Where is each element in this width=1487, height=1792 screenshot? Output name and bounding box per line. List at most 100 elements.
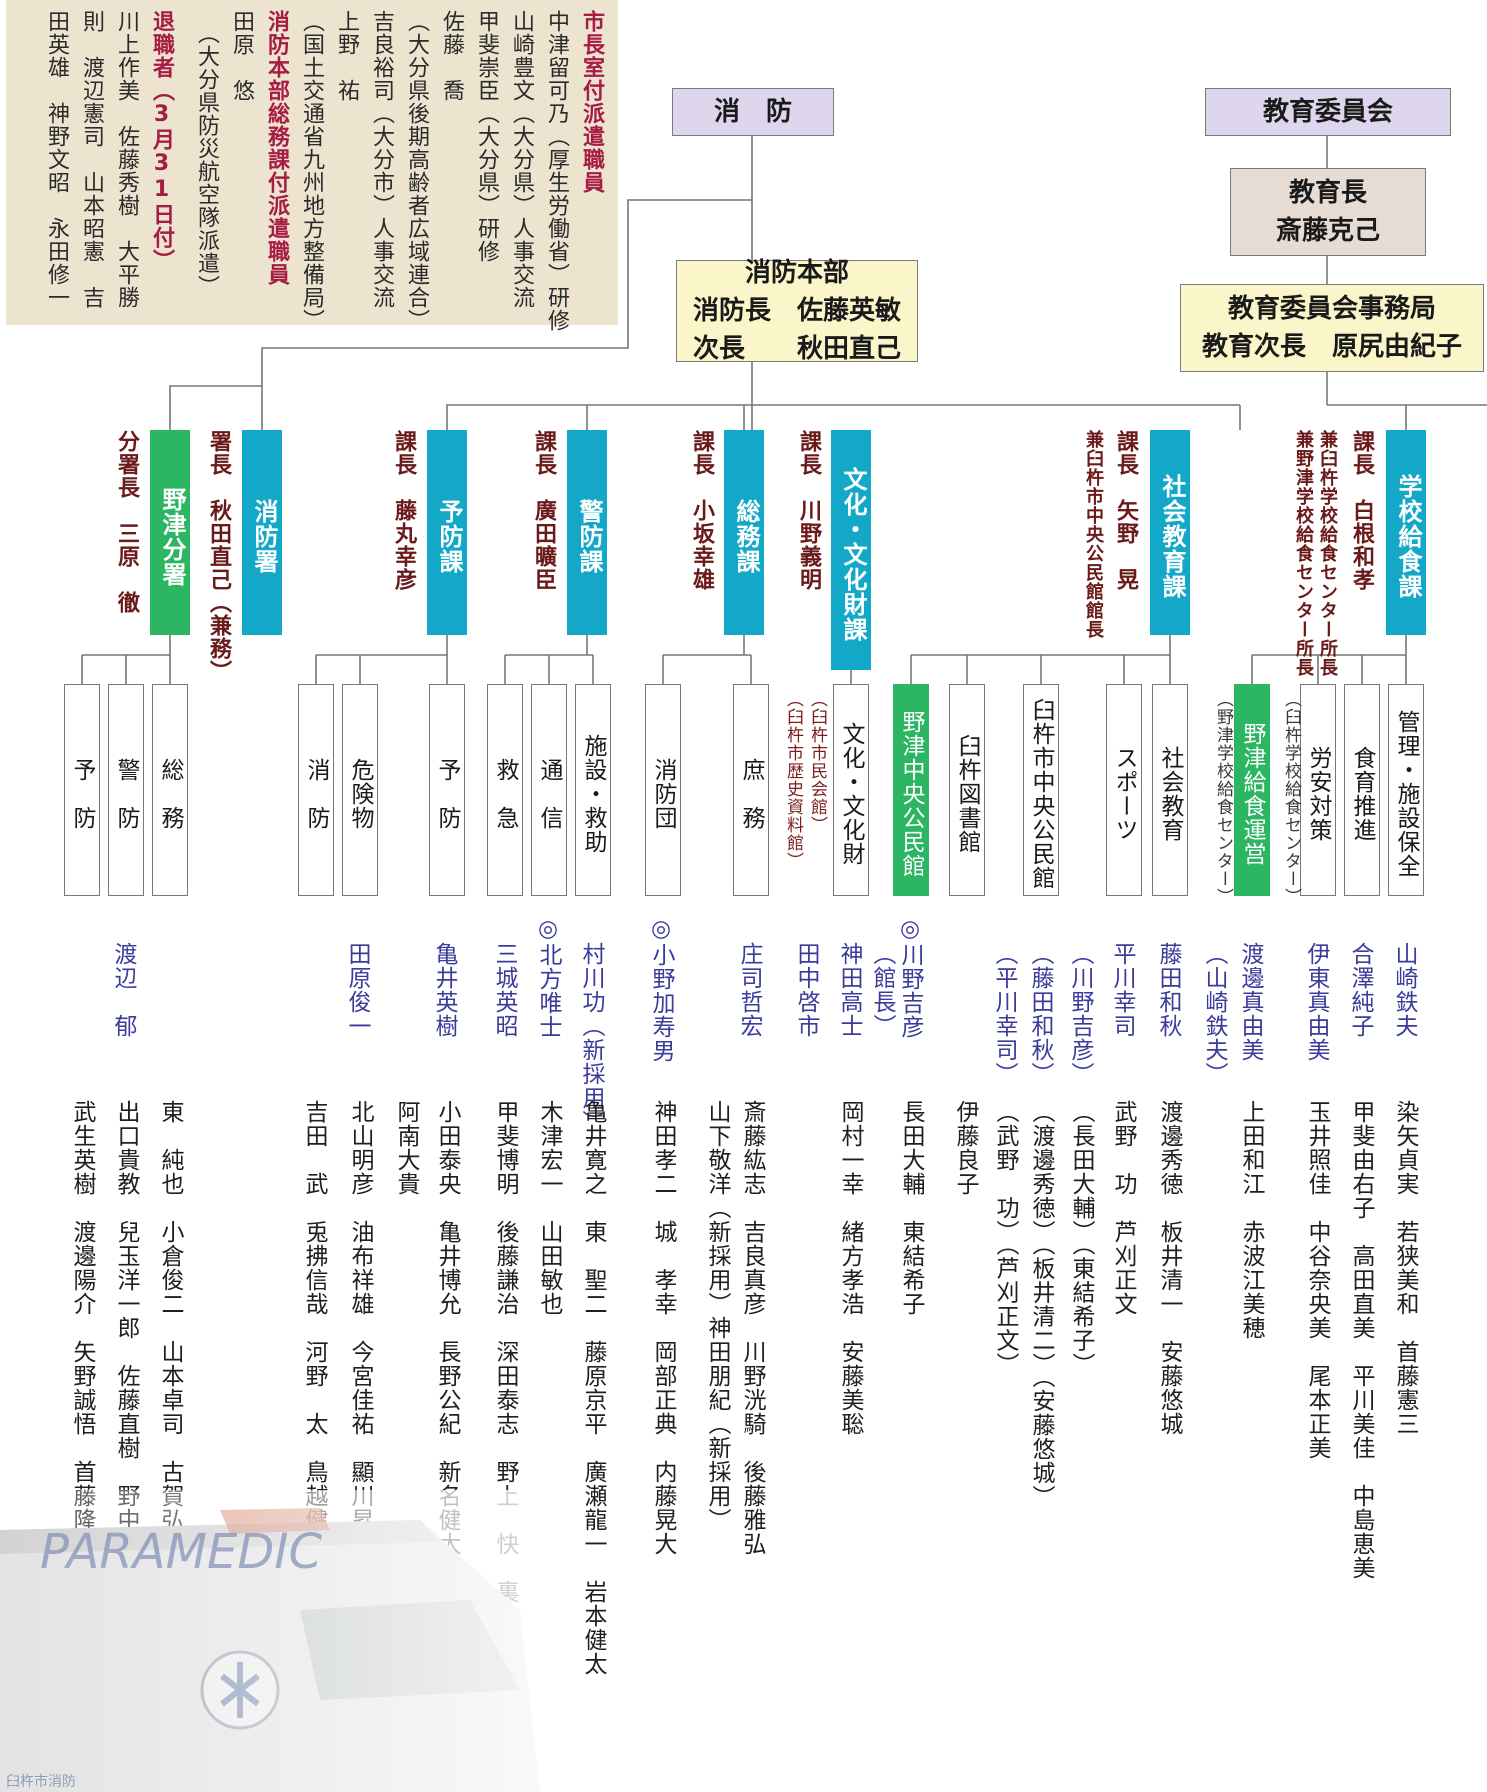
leader-name: ◎小野加寿男: [648, 916, 674, 1063]
notes-col-8: （国土交通省九州地方整備局）: [299, 10, 324, 332]
unit-label: 学校給食課: [1394, 474, 1422, 599]
unit-defense: 警防課: [567, 430, 607, 635]
edu-superintendent-box: 教育長 斎藤克己: [1230, 168, 1426, 256]
leader-name: 合澤純子: [1347, 942, 1373, 1038]
dispatch-retirement-notes: 市長室付派遣職員 中津留可乃（厚生労働省）研修 山崎豊文（大分県）人事交流 甲斐…: [6, 0, 618, 332]
leader-name: 村川功（新採用）: [578, 942, 604, 1134]
leader-name: 山崎鉄夫: [1391, 942, 1417, 1038]
staff-column: 山下敬洋（新採用）神田朋紀（新採用）: [704, 1100, 730, 1532]
notes-col-2: 山崎豊文（大分県）人事交流: [509, 10, 534, 309]
staff-column: 木津宏一 山田敏也: [536, 1100, 562, 1316]
leader-name: 藤田和秋: [1155, 942, 1181, 1038]
unit-school-lunch: 学校給食課: [1386, 430, 1426, 635]
section-box: 危険物: [342, 684, 378, 896]
leader-name: 神田高士: [836, 942, 862, 1038]
notes-col-13: 川上作美 佐藤秀樹 大平勝: [114, 10, 139, 309]
notes-col-12: 退職者（3月31日付）: [149, 10, 174, 272]
unit-chief-social-extra: 兼臼杵市中央公民館館長: [1083, 430, 1104, 639]
unit-prevention: 予防課: [427, 430, 467, 635]
leader-name: ◎川野吉彦: [897, 916, 923, 1039]
unit-label: 警防課: [575, 499, 603, 574]
staff-column: 吉田 武 兎拂信哉 河野 太 鳥越健介: [301, 1100, 327, 1556]
section-box: 通 信: [531, 684, 567, 896]
notes-col-9: 消防本部総務課付派遣職員: [264, 10, 289, 286]
ambulance-image: PARAMEDIC 臼杵市消防: [0, 1490, 560, 1792]
unit-social-education: 社会教育課: [1150, 430, 1190, 635]
staff-column: 渡邊秀徳 板井清一 安藤悠城: [1156, 1100, 1182, 1436]
unit-culture: 文化・文化財課: [831, 430, 871, 670]
notes-col-10: 田原 悠: [229, 10, 254, 102]
paren-note: （臼杵市民会館）: [807, 690, 827, 834]
notes-col-7: 上野 祐: [334, 10, 359, 102]
leader-name: 伊東真由美: [1303, 942, 1329, 1062]
notes-col-15: 田英雄 神野文昭 永田修一: [44, 10, 69, 309]
unit-chief-lunch-extra2: 兼野津学校給食センター所長: [1293, 430, 1314, 677]
edu-office-deputy: 教育次長 原尻由紀子: [1201, 332, 1462, 362]
leader-name: 庄司哲宏: [736, 942, 762, 1038]
section-box: 管理・施設保全: [1388, 684, 1424, 896]
section-box: 庶 務: [733, 684, 769, 896]
notes-col-14: 則 渡辺憲司 山本昭憲 吉: [79, 10, 104, 309]
paren-note: （臼杵学校給食センター）: [1281, 690, 1301, 906]
edu-board-label: 教育委員会: [1262, 97, 1393, 127]
section-box: 予 防: [429, 684, 465, 896]
paren-note: （野津学校給食センター）: [1213, 690, 1233, 906]
staff-column: 伊藤良子: [952, 1100, 978, 1196]
staff-column: （渡邊秀徳）（板井清二）（安藤悠城）: [1028, 1100, 1054, 1509]
unit-chief-lunch-extra: 兼臼杵学校給食センター所長: [1317, 430, 1338, 677]
edu-office-box: 教育委員会事務局 教育次長 原尻由紀子: [1180, 284, 1484, 372]
leader-name: 渡辺 郁: [110, 942, 136, 1038]
staff-column: 武野 功 芦刈正文: [1110, 1100, 1136, 1316]
staff-column: 神田孝二 城 孝幸 岡部正典 内藤晃大: [650, 1100, 676, 1556]
unit-fire-station: 消防署: [242, 430, 282, 635]
staff-column: 岡村一幸 緒方孝浩 安藤美聡: [837, 1100, 863, 1436]
edu-office-title: 教育委員会事務局: [1227, 294, 1436, 324]
notes-col-0: 市長室付派遣職員: [579, 10, 604, 194]
section-box: 総 務: [152, 684, 188, 896]
staff-column: 長田大輔 東結希子: [898, 1100, 924, 1316]
staff-column: 阿南大貴: [393, 1100, 419, 1196]
staff-column: 斎藤紘志 吉良真彦 川野洸騎 後藤雅弘: [739, 1100, 765, 1556]
section-box: 臼杵図書館: [949, 684, 985, 896]
leader-name: 田中啓市: [793, 942, 819, 1038]
unit-chief-prevention: 課長 藤丸幸彦: [391, 430, 416, 591]
leader-name: ◎北方唯士: [535, 916, 561, 1039]
staff-column: （武野 功）（芦刈正文）: [992, 1100, 1018, 1377]
staff-column: 玉井照佳 中谷奈央美 尾本正美: [1304, 1100, 1330, 1460]
leader-name: （館長）: [869, 942, 895, 1038]
paren-note: （臼杵市歴史資料館）: [783, 690, 803, 870]
edu-super-title: 教育長: [1288, 178, 1367, 208]
section-box: 施設・救助: [575, 684, 611, 896]
staff-column: 染矢貞実 若狭美和 首藤憲三: [1392, 1100, 1418, 1436]
ambulance-side-text: 臼杵市消防: [6, 1773, 76, 1790]
notes-col-11: （大分県防災航空隊派遣）: [194, 10, 219, 298]
unit-label: 文化・文化財課: [839, 466, 867, 642]
section-box: 消 防: [298, 684, 334, 896]
staff-column: 上田和江 赤波江美穂: [1238, 1100, 1264, 1340]
section-box: 消防団: [645, 684, 681, 896]
section-box: 臼杵市中央公民館: [1023, 684, 1059, 896]
leader-name: 亀井英樹: [431, 942, 457, 1038]
edu-super-name: 斎藤克己: [1275, 216, 1380, 246]
unit-chief-general: 課長 小坂幸雄: [689, 430, 714, 591]
unit-chief-culture: 課長 川野義明: [796, 430, 821, 591]
paramedic-text: PARAMEDIC: [40, 1524, 322, 1580]
staff-column: 亀井寛之 東 聖二 藤原京平 廣瀬龍一 岩本健太: [580, 1100, 606, 1676]
unit-label: 野津分署: [158, 486, 186, 587]
section-box: スポーツ: [1106, 684, 1142, 896]
leader-name: 平川幸司: [1109, 942, 1135, 1038]
edu-board-header: 教育委員会: [1205, 88, 1451, 136]
fire-hq-deputy: 次長 秋田直己: [692, 334, 901, 364]
notes-col-3: 甲斐崇臣（大分県）研修: [474, 10, 499, 263]
fire-hq-box: 消防本部 消防長 佐藤英敏 次長 秋田直己: [676, 258, 918, 364]
leader-name: （川野吉彦）: [1067, 942, 1093, 1086]
fire-header-label: 消 防: [713, 97, 792, 127]
leader-name: 三城英昭: [491, 942, 517, 1038]
unit-chief-social: 課長 矢野 晃: [1113, 430, 1138, 591]
leader-name: 渡邊真由美: [1237, 942, 1263, 1062]
unit-notsu-branch: 野津分署: [150, 430, 190, 635]
notes-col-1: 中津留可乃（厚生労働省）研修: [544, 10, 569, 332]
unit-label: 消防署: [250, 499, 278, 574]
notes-col-5: （大分県後期高齢者広域連合）: [404, 10, 429, 332]
